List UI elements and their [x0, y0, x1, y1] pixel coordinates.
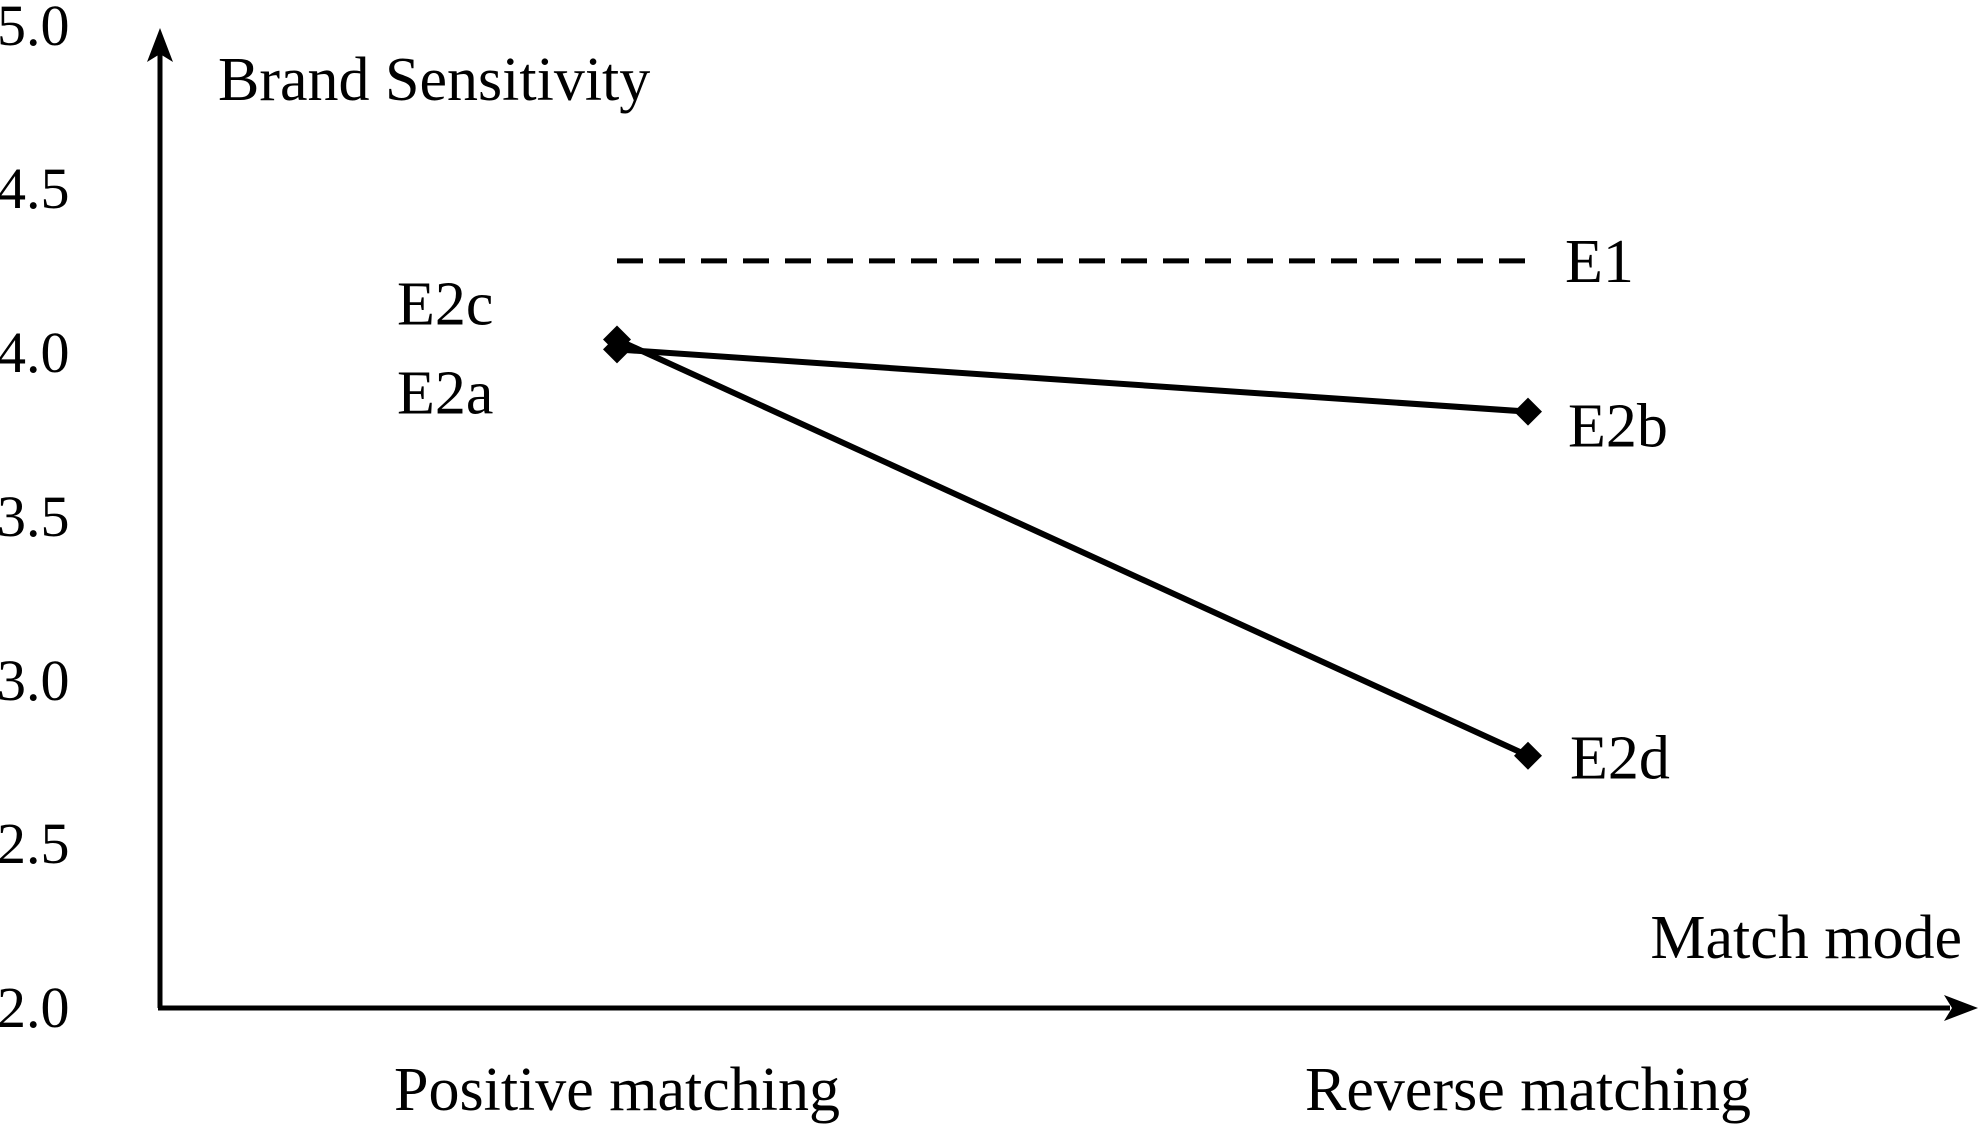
series-line-e2a-e2b [616, 346, 1529, 415]
y-tick-labels: 2.0 2.5 3.0 3.5 4.0 4.5 5.0 [0, 0, 70, 1040]
y-tick-label: 3.5 [0, 484, 70, 549]
data-point-e2d [1514, 741, 1542, 770]
x-category-label-positive-matching: Positive matching [394, 1056, 840, 1124]
series-line-e2c-e2d [615, 336, 1530, 759]
data-point-e2c [603, 325, 631, 354]
series-label-e2b: E2b [1568, 393, 1668, 461]
series-label-e2c: E2c [397, 271, 493, 339]
series-label-e2d: E2d [1570, 725, 1670, 793]
y-axis-title: Brand Sensitivity [218, 46, 650, 114]
y-tick-label: 2.5 [0, 811, 70, 876]
data-point-e2b [1514, 397, 1542, 426]
y-axis-arrowhead [147, 28, 173, 62]
y-tick-label: 3.0 [0, 648, 70, 713]
x-axis-title: Match mode [1650, 904, 1962, 972]
series-label-e2a: E2a [397, 359, 493, 427]
y-tick-label: 2.0 [0, 975, 70, 1040]
y-tick-label: 5.0 [0, 0, 70, 58]
x-axis-arrowhead [1944, 995, 1978, 1021]
y-tick-label: 4.0 [0, 320, 70, 385]
y-tick-label: 4.5 [0, 156, 70, 221]
series-label-e1: E1 [1565, 228, 1634, 296]
x-category-label-reverse-matching: Reverse matching [1305, 1056, 1751, 1124]
